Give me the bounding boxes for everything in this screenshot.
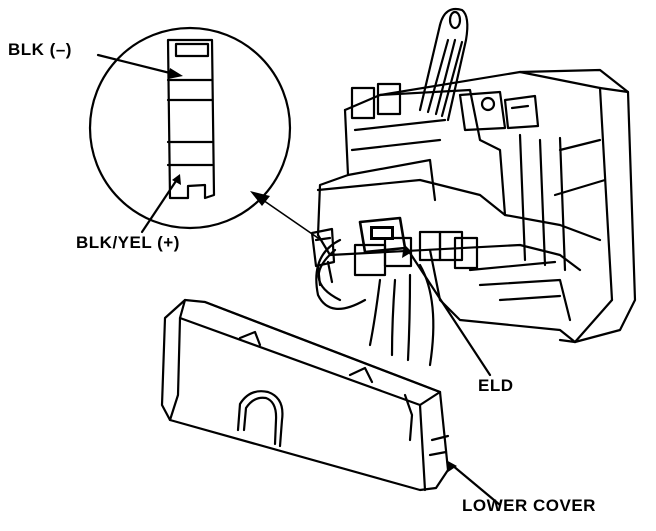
- eld-unit: [358, 216, 407, 254]
- label-lower-cover: LOWER COVER: [462, 496, 596, 515]
- label-eld: ELD: [478, 376, 514, 395]
- fuse-box: [316, 68, 637, 344]
- leaders: [96, 53, 502, 507]
- label-blk-yel-positive: BLK/YEL (+): [76, 233, 180, 252]
- arrowheads: [168, 68, 457, 472]
- detail-pointer-head: [250, 191, 270, 206]
- lower-cover: [160, 298, 450, 492]
- label-blk-negative: BLK (–): [8, 40, 72, 59]
- magnified-detail: [88, 26, 292, 230]
- test-connector: [310, 227, 336, 287]
- wire-harness-top: [418, 7, 469, 122]
